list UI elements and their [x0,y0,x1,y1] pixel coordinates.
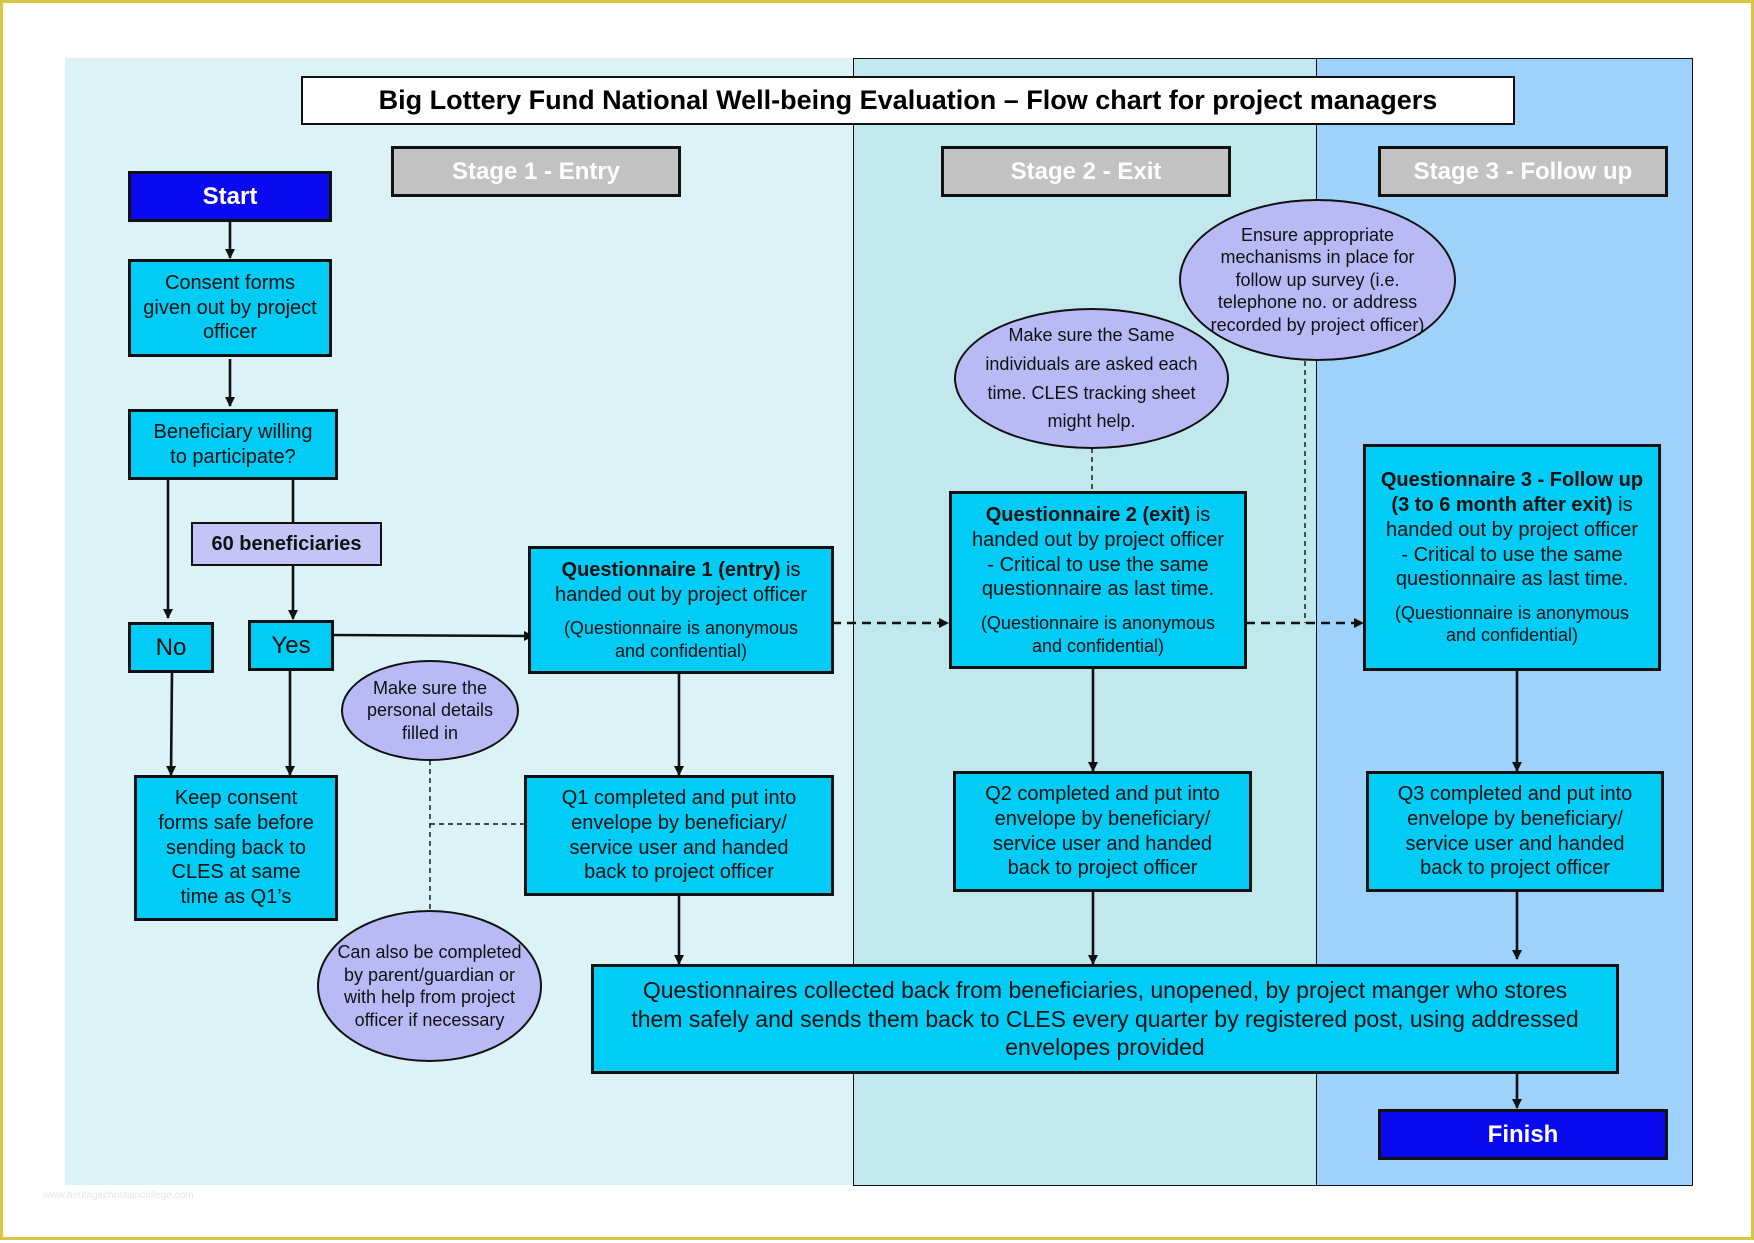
note-follow-up-mechanisms-text: Ensure appropriate mechanisms in place f… [1210,224,1425,335]
arrow-no-keep [166,670,177,776]
no-node: No [128,622,214,673]
q2-completed-text: Q2 completed and put into envelope by be… [985,782,1220,880]
beneficiary-willing-node: Beneficiary willing to participate? [128,409,338,480]
note-same-individuals-text: Make sure the Same individuals are asked… [985,324,1198,432]
note-personal-details: Make sure the personal details filled in [341,660,519,761]
q1-completed-node: Q1 completed and put into envelope by be… [524,775,834,896]
stage-2-label: Stage 2 - Exit [941,146,1231,197]
stage-1-label: Stage 1 - Entry [391,146,681,197]
q2-completed-node: Q2 completed and put into envelope by be… [953,771,1252,892]
note-parent-guardian: Can also be completed by parent/guardian… [317,910,542,1062]
start-node: Start [128,171,332,222]
keep-consent-node: Keep consent forms safe before sending b… [134,775,338,921]
note-personal-details-text: Make sure the personal details filled in [366,677,494,743]
stage-3-label: Stage 3 - Follow up [1378,146,1668,197]
questionnaires-collected-text: Questionnaires collected back from benef… [631,977,1579,1061]
note-follow-up-mechanisms: Ensure appropriate mechanisms in place f… [1179,199,1456,361]
yes-node: Yes [248,620,334,671]
questionnaires-collected-node: Questionnaires collected back from benef… [591,964,1619,1074]
note-parent-guardian-text: Can also be completed by parent/guardian… [337,942,522,1030]
note-same-individuals: Make sure the Same individuals are asked… [954,308,1229,449]
q2-title: Questionnaire 2 (exit) [985,504,1191,527]
q2-body: is handed out by project officer - Criti… [971,504,1225,601]
q1-main-text: Questionnaire 1 (entry) is handed out by… [549,558,813,608]
q2-main-text: Questionnaire 2 (exit) is handed out by … [966,503,1230,602]
q3-note: (Questionnaire is anonymous and confiden… [1394,603,1630,646]
q3-completed-text: Q3 completed and put into envelope by be… [1397,782,1633,880]
connector-lines [163,221,1522,1109]
beneficiary-willing-text: Beneficiary willing to participate? [153,420,313,468]
questionnaire-2-node: Questionnaire 2 (exit) is handed out by … [949,491,1247,669]
q3-completed-node: Q3 completed and put into envelope by be… [1366,771,1664,892]
finish-node: Finish [1378,1109,1668,1160]
keep-consent-text: Keep consent forms safe before sending b… [158,787,314,909]
q2-note: (Questionnaire is anonymous and confiden… [980,613,1216,656]
q1-body: is handed out by project officer [554,558,808,606]
q3-body: is handed out by project officer - Criti… [1385,493,1639,591]
q3-title: Questionnaire 3 - Follow up (3 to 6 mont… [1380,469,1644,516]
consent-forms-node: Consent forms given out by project offic… [128,259,332,357]
beneficiaries-count-node: 60 beneficiaries [191,522,382,566]
q1-completed-text: Q1 completed and put into envelope by be… [561,786,797,884]
watermark: www.heritagechristiancollege.com [43,1190,194,1201]
questionnaire-3-node: Questionnaire 3 - Follow up (3 to 6 mont… [1363,444,1661,671]
consent-forms-text: Consent forms given out by project offic… [143,271,317,344]
q3-main-text: Questionnaire 3 - Follow up (3 to 6 mont… [1380,468,1644,592]
q1-title: Questionnaire 1 (entry) [561,558,781,581]
arrow-yes-q1 [329,630,534,641]
questionnaire-1-node: Questionnaire 1 (entry) is handed out by… [528,546,834,674]
q1-note: (Questionnaire is anonymous and confiden… [563,618,799,661]
page-title: Big Lottery Fund National Well-being Eva… [301,76,1515,125]
